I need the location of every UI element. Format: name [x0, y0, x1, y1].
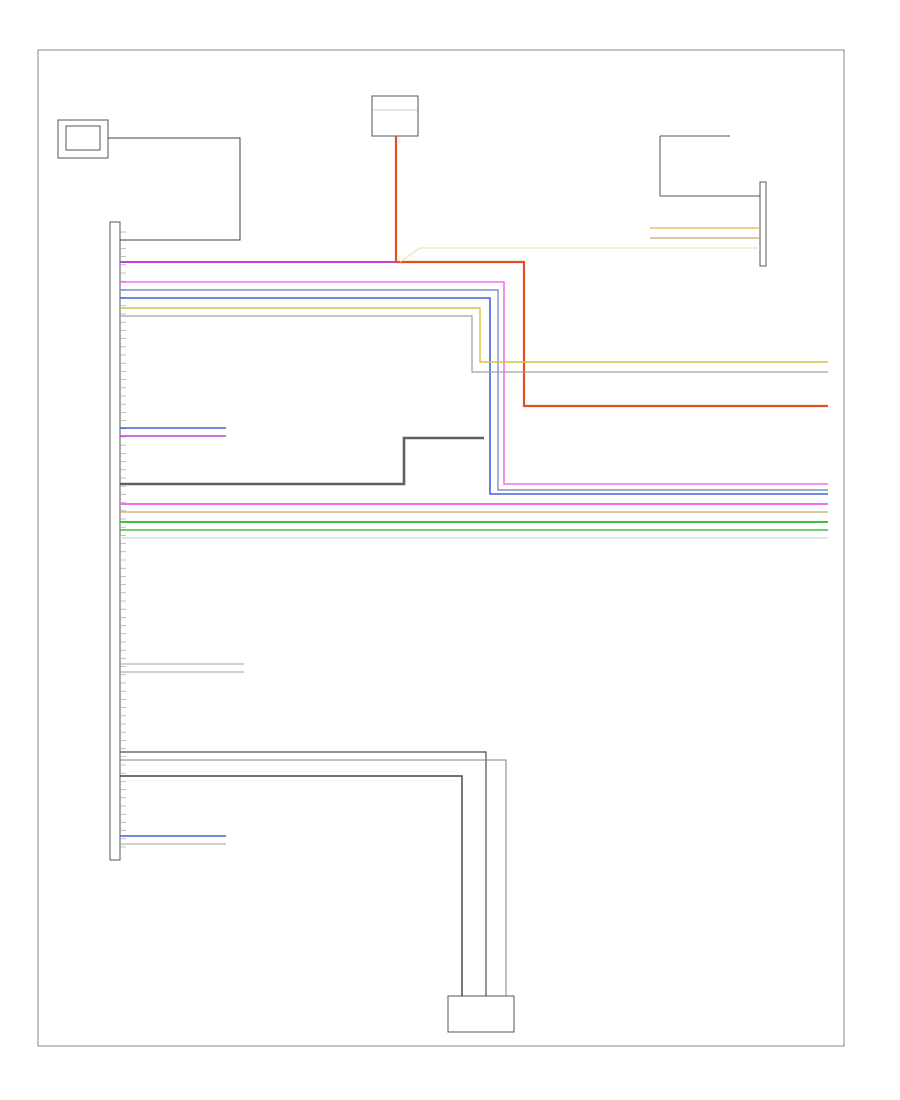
wire-black-shield	[120, 436, 484, 486]
upper-fuse-box	[371, 95, 419, 137]
wire-data-link	[108, 137, 241, 241]
wire-pink	[120, 281, 828, 485]
main-module-connector	[109, 221, 126, 861]
wire-orange	[394, 136, 828, 408]
diagram-frame	[37, 49, 845, 1047]
wire-radio-2	[120, 759, 507, 996]
wire-yellow	[120, 307, 828, 363]
wire-yellow-thin	[399, 247, 760, 263]
wire-radio-3	[120, 775, 463, 996]
wire-blue	[120, 297, 828, 495]
data-link-connector	[57, 119, 109, 159]
wire-gray-blue	[120, 289, 828, 491]
wire-tan	[120, 315, 828, 373]
upper-right-module	[659, 135, 767, 267]
radio-unit	[447, 995, 515, 1033]
wire-radio-1	[120, 751, 487, 996]
